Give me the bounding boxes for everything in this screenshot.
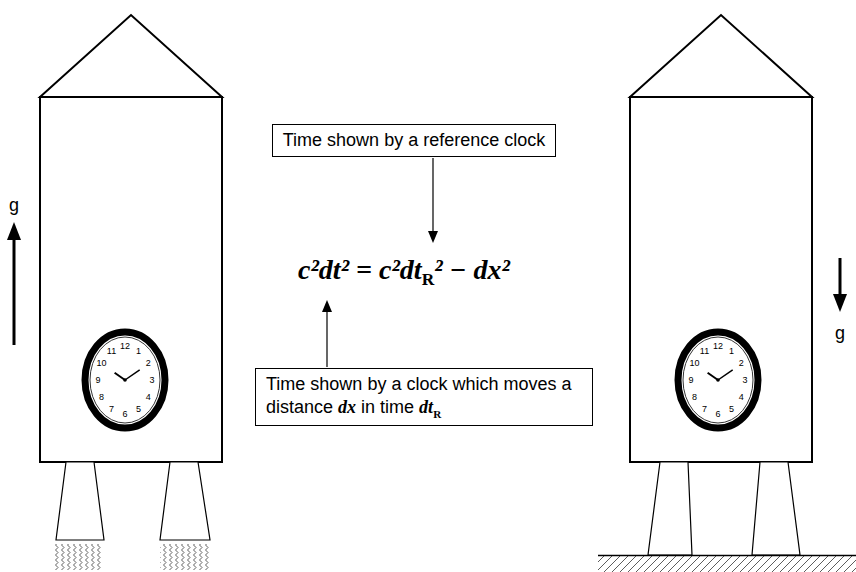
text-box: Time shown by a clock which moves a dist… (255, 368, 593, 426)
gravity-arrow (7, 222, 21, 345)
clock-rim (683, 337, 753, 423)
clock-numeral: 3 (742, 376, 747, 385)
clock-numeral: 2 (739, 359, 744, 368)
rocket-nose (630, 15, 812, 97)
clock-numeral: 8 (99, 393, 104, 402)
clock-numeral: 9 (688, 376, 693, 385)
clock-numeral: 6 (122, 410, 127, 419)
clock-numeral: 10 (97, 359, 107, 368)
minute-hand (125, 370, 140, 380)
rocket-nozzle (160, 462, 210, 540)
exhaust (55, 544, 103, 570)
clock-face (678, 332, 758, 428)
clock-numeral: 12 (713, 342, 723, 351)
clock-numeral: 12 (120, 342, 130, 351)
accelerating-rocket (40, 15, 222, 570)
clock-numeral: 9 (95, 376, 100, 385)
clock-numeral: 5 (729, 405, 734, 414)
clock-rim (90, 337, 160, 423)
resting-rocket (630, 15, 812, 555)
rocket-leg (752, 462, 800, 555)
clock-numeral: 5 (136, 405, 141, 414)
box-text: Time shown by a reference clock (283, 129, 545, 152)
clock-numeral: 11 (107, 346, 116, 355)
clock-numeral: 1 (729, 346, 734, 355)
clock-pivot (716, 378, 720, 382)
rocket-nozzle (56, 462, 104, 540)
ground (598, 556, 856, 572)
leader-arrow (428, 158, 438, 243)
clock-numeral: 10 (690, 359, 700, 368)
rocket-body (40, 97, 222, 462)
text-box: Time shown by a reference clock (272, 124, 556, 157)
gravity-arrow (833, 258, 847, 312)
clock-numeral: 6 (715, 410, 720, 419)
exhaust (160, 544, 210, 570)
clock-face (85, 332, 165, 428)
minute-hand (718, 370, 733, 380)
hour-hand (708, 373, 718, 380)
hour-hand (115, 373, 125, 380)
rocket-leg (648, 462, 692, 555)
gravity-label: g (9, 196, 19, 214)
gravity-label: g (835, 324, 845, 342)
clock-numeral: 1 (136, 346, 141, 355)
clock-numeral: 4 (146, 393, 151, 402)
clock-numeral: 2 (146, 359, 151, 368)
box-text: Time shown by a clock which moves a dist… (266, 373, 582, 421)
clock-numeral: 8 (692, 393, 697, 402)
clock-numeral: 7 (702, 405, 707, 414)
clock-numeral: 7 (109, 405, 114, 414)
rocket-nose (40, 15, 222, 97)
clock-numeral: 3 (149, 376, 154, 385)
clock-numeral: 4 (739, 393, 744, 402)
clock-pivot (123, 378, 127, 382)
clock-numeral: 11 (700, 346, 709, 355)
rocket-body (630, 97, 812, 462)
leader-arrow (322, 300, 332, 367)
equation: c²dt² = c²dtR² − dx² (298, 256, 510, 289)
